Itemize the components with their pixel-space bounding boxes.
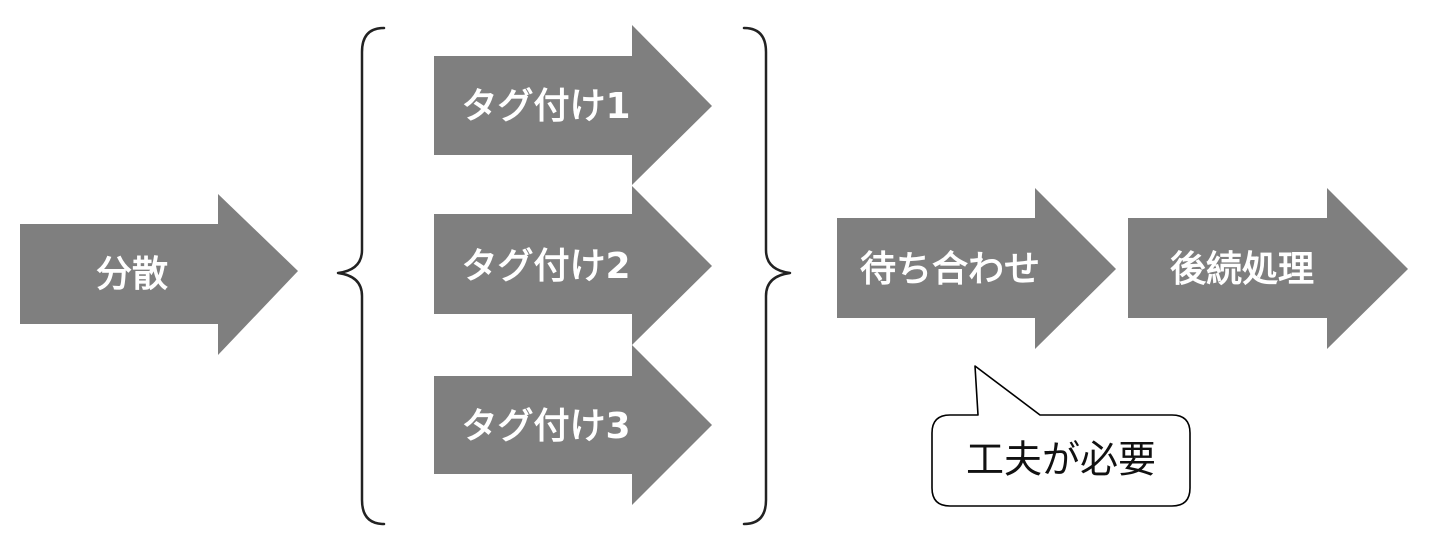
tagging-2-arrow-shape [434, 186, 712, 345]
disperse-arrow-label: 分散 [96, 254, 168, 295]
tagging-2-arrow: タグ付け2 [434, 186, 712, 345]
tagging-2-arrow-label: タグ付け2 [461, 246, 630, 287]
disperse-arrow-shape [20, 194, 298, 355]
callout-bubble-shape [931, 365, 1191, 507]
wait-arrow-shape [837, 188, 1116, 349]
right-brace [742, 26, 792, 526]
left-brace [336, 26, 386, 526]
wait-arrow-label: 待ち合わせ [860, 249, 1040, 290]
tagging-3-arrow-label: タグ付け3 [461, 406, 630, 447]
callout-bubble: 工夫が必要 [931, 365, 1191, 507]
tagging-3-arrow-shape [434, 345, 712, 505]
tagging-3-arrow: タグ付け3 [434, 345, 712, 505]
post-process-arrow: 後続処理 [1128, 188, 1408, 349]
tagging-1-arrow-shape [434, 25, 712, 185]
tagging-1-arrow: タグ付け1 [434, 25, 712, 185]
callout-label: 工夫が必要 [966, 438, 1156, 482]
disperse-arrow: 分散 [20, 194, 298, 355]
post-process-arrow-label: 後続処理 [1170, 249, 1314, 290]
post-process-arrow-shape [1128, 188, 1408, 349]
tagging-1-arrow-label: タグ付け1 [461, 86, 630, 127]
wait-arrow: 待ち合わせ [837, 188, 1116, 349]
